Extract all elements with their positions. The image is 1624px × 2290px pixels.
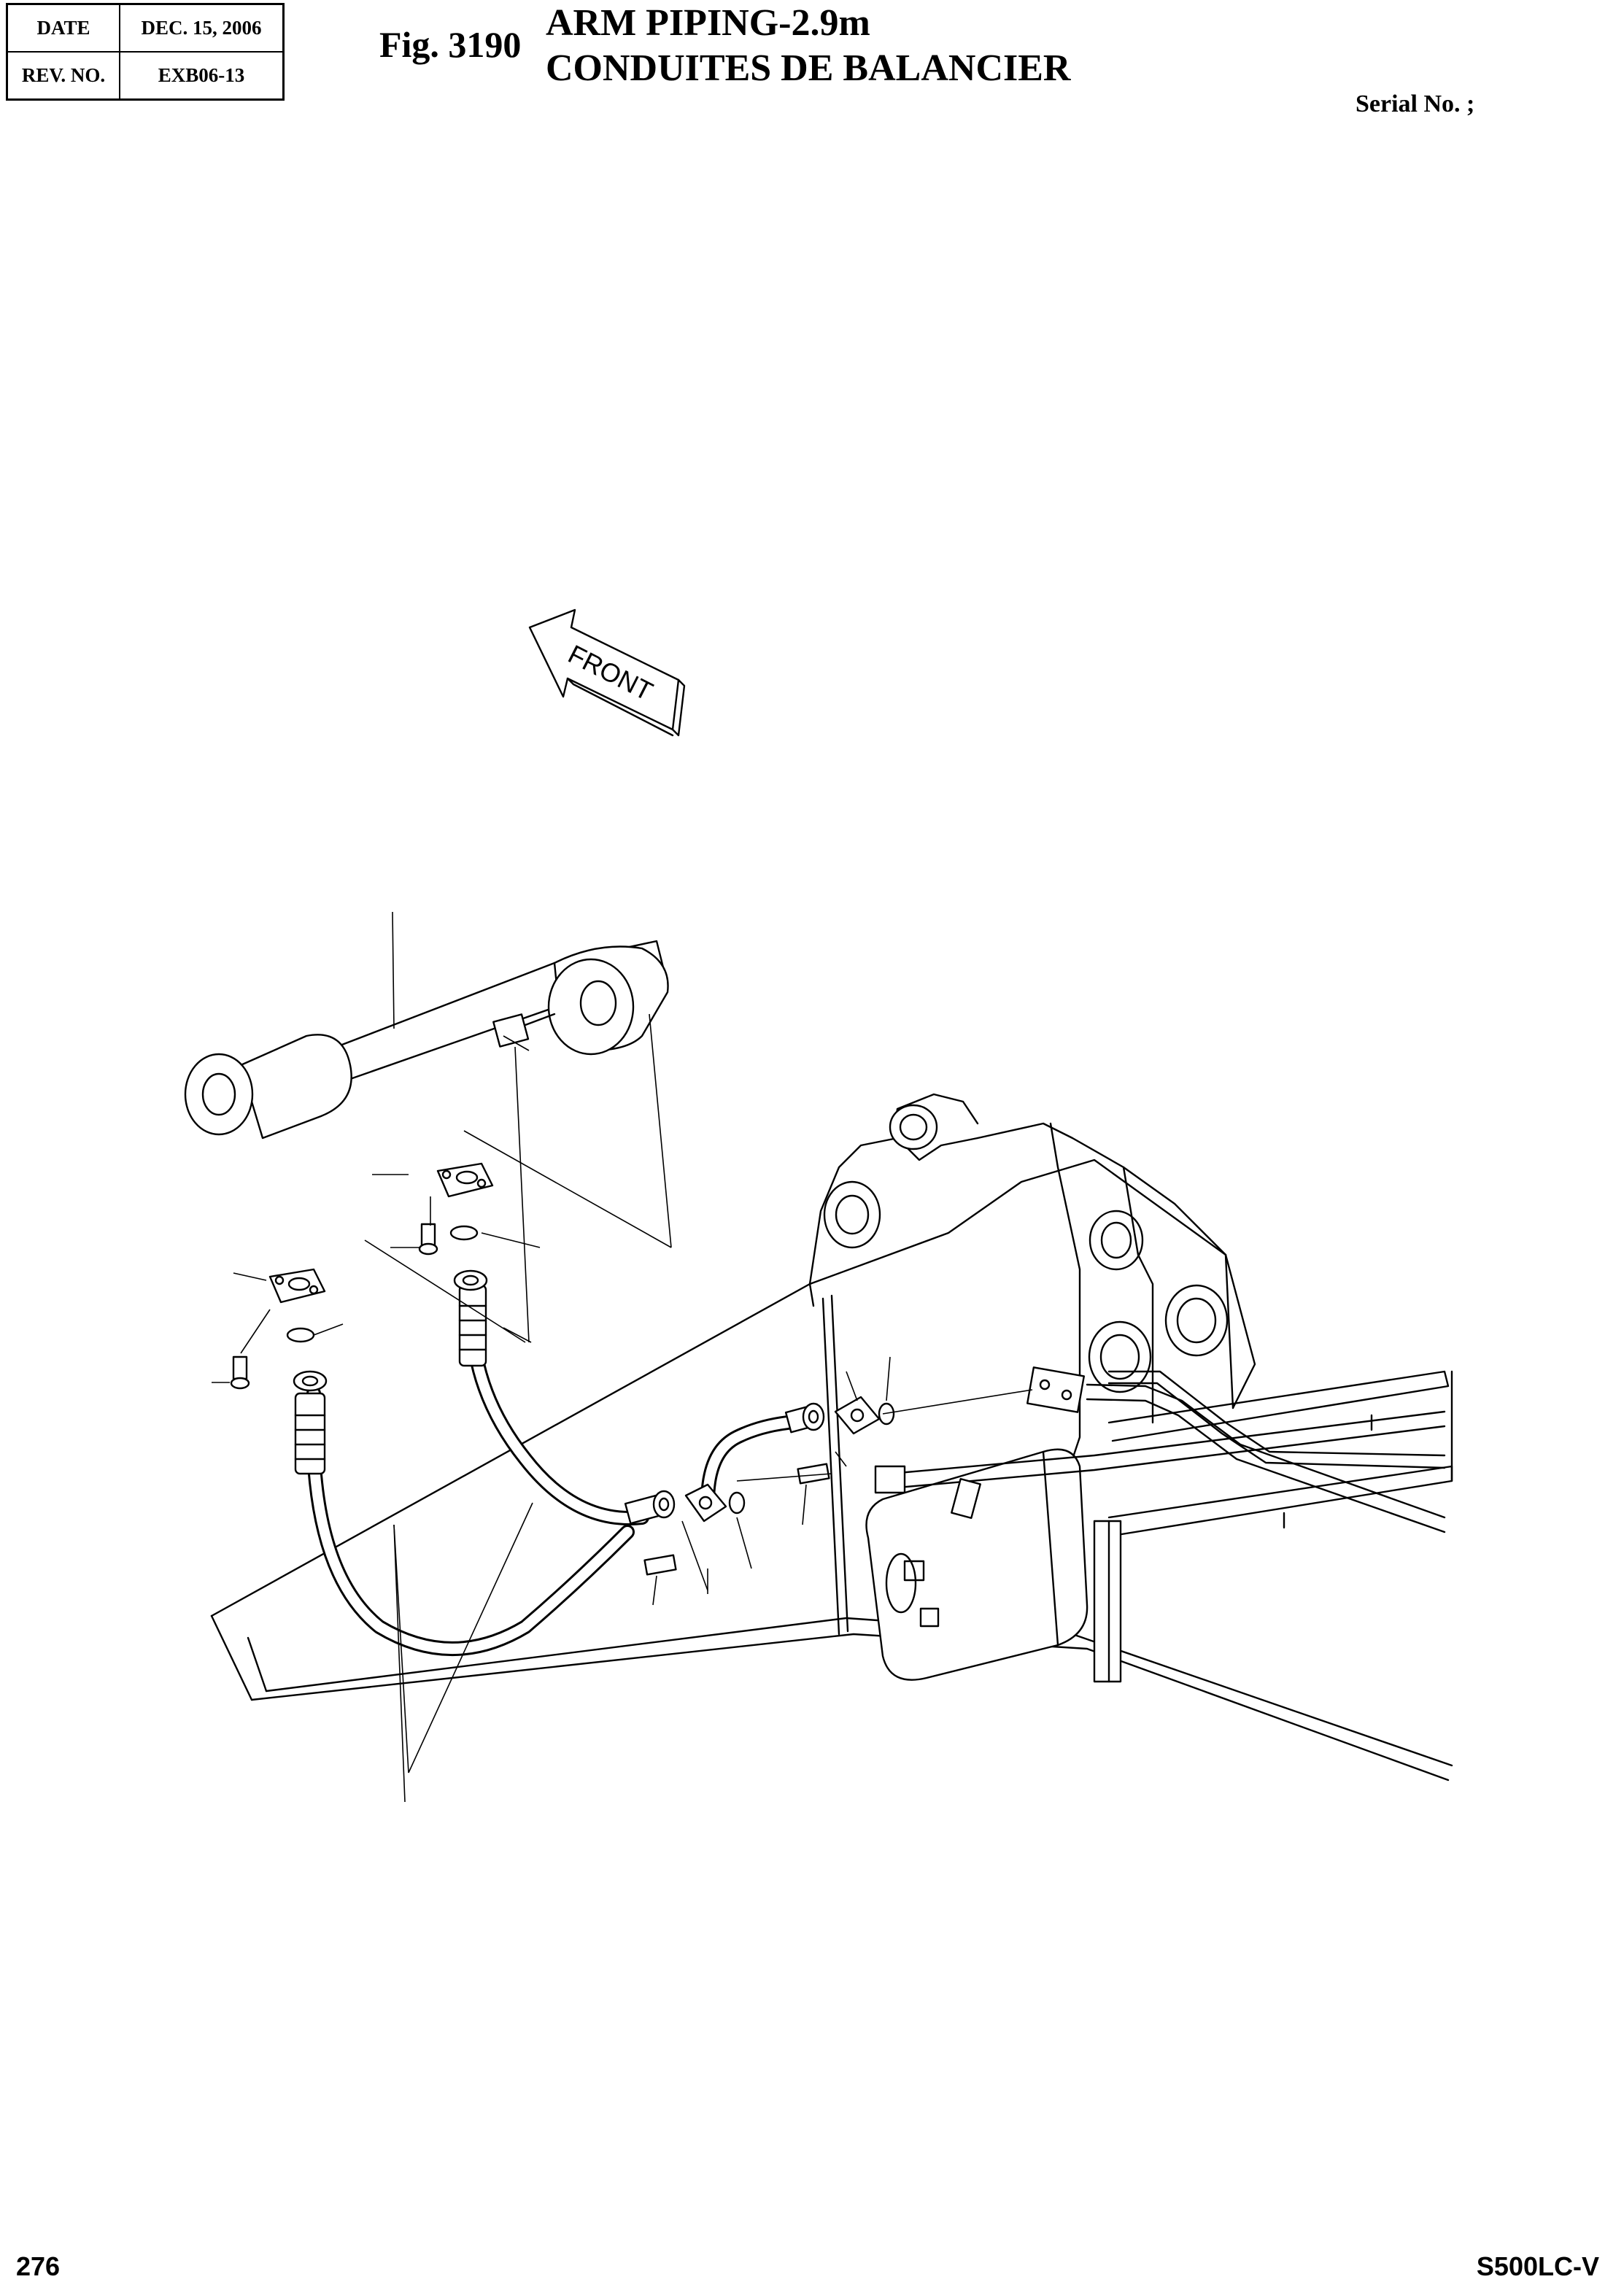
rod-side-hose	[306, 1291, 795, 1656]
leader-lines	[212, 911, 1033, 1803]
hydraulic-cylinder	[184, 940, 669, 1140]
page-number: 276	[16, 2251, 61, 2281]
front-arrow-icon: FRONT	[528, 608, 686, 737]
arm-pipes	[874, 1366, 1446, 1533]
model-name: S500LC-V	[1476, 2251, 1599, 2281]
serial-number-label: Serial No. ;	[1356, 90, 1475, 117]
link-housing	[865, 1448, 1089, 1681]
figure-number: Fig. 3190	[379, 24, 522, 65]
hose-fittings-left	[293, 1269, 488, 1475]
figure-title-english: ARM PIPING-2.9m	[546, 2, 870, 44]
rev-value: EXB06-13	[119, 51, 285, 101]
hose-fittings-middle	[624, 1396, 895, 1576]
rev-label: REV. NO.	[6, 51, 120, 101]
figure-title-french: CONDUITES DE BALANCIER	[546, 47, 1071, 89]
revision-table: DATE DEC. 15, 2006 REV. NO. EXB06-13	[6, 3, 285, 101]
date-label: DATE	[6, 3, 120, 53]
date-value: DEC. 15, 2006	[119, 3, 285, 53]
arm-structure	[210, 1093, 1453, 1782]
cylinder-flange-upper	[418, 1162, 494, 1256]
cylinder-flange-lower	[230, 1268, 326, 1390]
